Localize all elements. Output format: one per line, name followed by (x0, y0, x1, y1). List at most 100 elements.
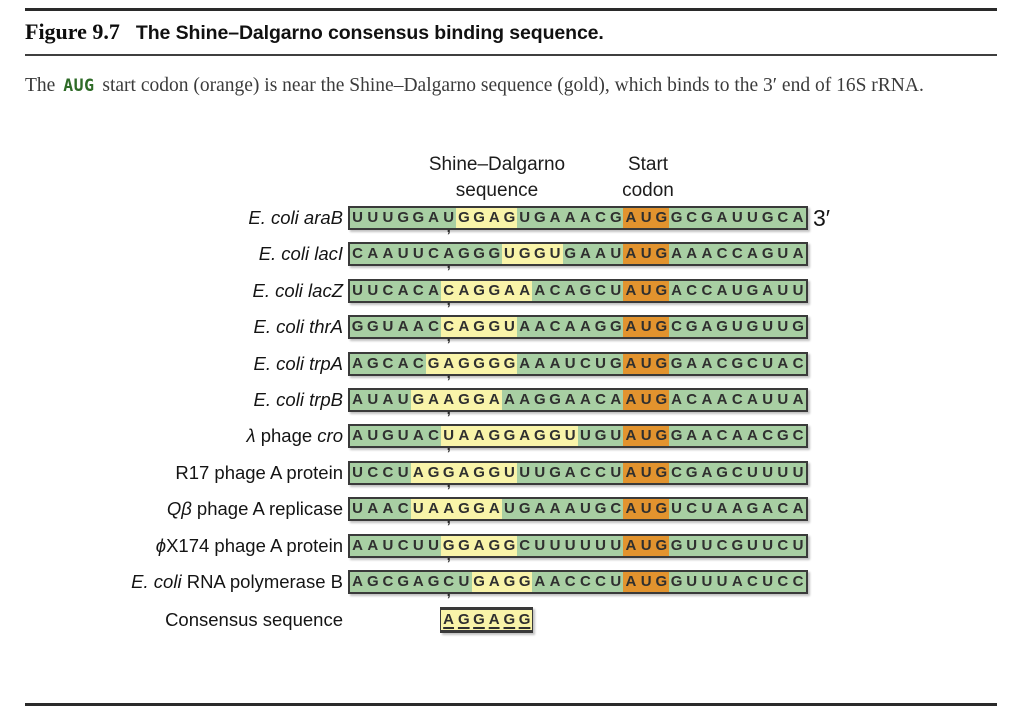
start-codon-base: G (653, 353, 669, 374)
sequence-base: U (577, 426, 593, 447)
start-codon-base: U (638, 462, 654, 483)
sequence-base: G (729, 353, 745, 374)
sequence-base: U (395, 389, 411, 410)
consensus-base: G (501, 610, 517, 631)
sequence-base: U (699, 535, 715, 556)
start-codon-base: G (653, 499, 669, 520)
sequence-base: A (425, 208, 442, 228)
sequence-box: CAAUUCAGGGUGGUGAAUAUGAAACCAGUA (348, 242, 808, 267)
shine-dalgarno-base: G (471, 280, 487, 301)
sequence-base: U (608, 535, 624, 556)
shine-dalgarno-base: G (486, 535, 502, 556)
sequence-base: G (608, 317, 624, 338)
sequence-base: C (410, 353, 426, 374)
sequence-base: A (562, 317, 578, 338)
shine-dalgarno-base: A (471, 535, 487, 556)
shine-dalgarno-base: U (501, 462, 518, 483)
sequence-base: C (577, 353, 593, 374)
sequence-base: C (517, 535, 533, 556)
sequence-base: G (547, 462, 563, 483)
sequence-base: G (365, 317, 381, 338)
sequence-base: A (410, 571, 426, 592)
sequence-base: C (775, 208, 791, 228)
sequence-base: C (714, 426, 730, 447)
sequence-base: A (532, 571, 548, 592)
start-codon-base: A (623, 426, 639, 447)
sequence-base: G (577, 280, 593, 301)
sequence-base: A (562, 499, 578, 520)
sequence-base: G (760, 244, 776, 265)
sequence-base: U (608, 244, 624, 265)
sequence-base: C (744, 571, 761, 592)
row-label: λ phage cro (25, 425, 348, 447)
caption-text-post: start codon (orange) is near the Shine–D… (97, 75, 924, 96)
sequence-base: U (790, 535, 806, 556)
sequence-base: A (395, 280, 411, 301)
sequence-base: C (714, 353, 730, 374)
sequence-base: A (562, 462, 578, 483)
sequence-base: A (699, 353, 715, 374)
sequence-base: A (668, 280, 685, 301)
sequence-base: U (775, 462, 791, 483)
shine-dalgarno-base: G (517, 244, 533, 265)
sequence-base: G (380, 426, 396, 447)
sequence-base: A (714, 499, 730, 520)
shine-dalgarno-base: G (441, 535, 457, 556)
caption-aug-codon: AUG (63, 76, 95, 95)
sequence-base: C (790, 426, 806, 447)
sequence-base: U (760, 535, 776, 556)
shine-dalgarno-header-line1: Shine–Dalgarno (428, 154, 566, 175)
sequence-base: G (668, 353, 685, 374)
sequence-base: A (350, 426, 366, 447)
shine-dalgarno-base: G (471, 208, 487, 228)
sequence-base: G (350, 317, 366, 338)
sequence-base: A (547, 208, 563, 228)
sequence-base: U (365, 208, 381, 228)
sequence-base: A (684, 426, 700, 447)
shine-dalgarno-base: G (486, 280, 502, 301)
sequence-base: U (775, 280, 791, 301)
sequence-row: ϕX174 phage A proteinAAUCUUGGAGGCUUUUUUA… (25, 533, 830, 558)
sequence-base: A (350, 571, 366, 592)
start-codon-header-line1: Start (627, 154, 669, 175)
sequence-base: C (744, 353, 761, 374)
sequence-base: C (668, 462, 685, 483)
sequence-base: U (775, 389, 791, 410)
sequence-base: U (608, 571, 624, 592)
row-label-part: phage A replicase (191, 498, 343, 520)
sequence-base: U (380, 535, 396, 556)
sequence-base: A (350, 353, 366, 374)
sequence-base: A (577, 317, 593, 338)
sequence-base: G (456, 244, 472, 265)
start-codon-column-header: Start codon (601, 152, 695, 204)
sequence-base: C (380, 571, 396, 592)
sequence-base: A (608, 389, 624, 410)
sequence-base: U (380, 317, 396, 338)
row-label-part: λ (246, 425, 256, 447)
sequence-base: A (593, 244, 609, 265)
sequence-base: U (714, 571, 730, 592)
sequence-base: A (714, 280, 730, 301)
start-codon-base: A (623, 208, 639, 228)
shine-dalgarno-base: G (456, 499, 472, 520)
shine-dalgarno-base: A (441, 389, 457, 410)
shine-dalgarno-base: A (517, 426, 533, 447)
figure-number: Figure 9.7 (25, 19, 120, 44)
sequence-base: G (486, 244, 502, 265)
sequence-base: C (547, 280, 563, 301)
sequence-base: U (547, 535, 563, 556)
sequence-base: A (790, 499, 806, 520)
start-codon-base: G (653, 280, 669, 301)
row-label: R17 phage A protein (25, 462, 348, 484)
sequence-base: U (577, 535, 593, 556)
sequence-base: U (744, 462, 761, 483)
sequence-base: C (380, 353, 396, 374)
sequence-base: C (714, 535, 730, 556)
sequence-base: G (760, 208, 776, 228)
sequence-base: G (471, 244, 487, 265)
shine-dalgarno-base: G (517, 571, 533, 592)
row-label: E. coli RNA polymerase B (25, 571, 348, 593)
shine-dalgarno-base: A (486, 571, 502, 592)
